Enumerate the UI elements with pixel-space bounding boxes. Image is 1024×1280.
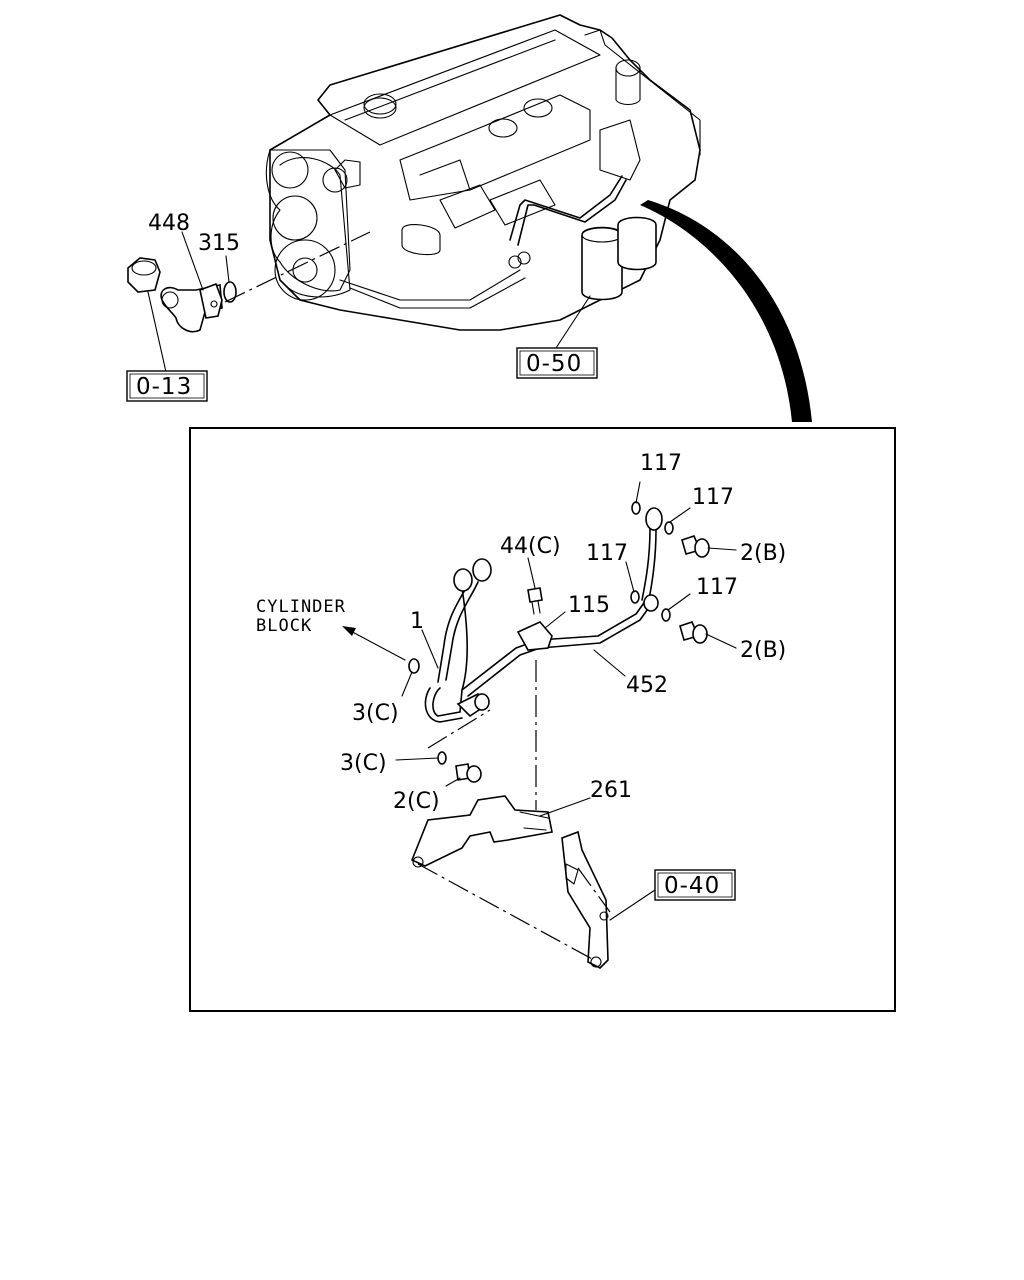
bracket-261 xyxy=(410,795,553,867)
bracket-0-40 xyxy=(561,830,609,969)
callout-3c-b: 3(C) xyxy=(340,751,387,776)
fuel-pipe-assembly xyxy=(408,501,710,969)
callout-2b-b: 2(B) xyxy=(740,638,786,663)
fuel-pipe-1 xyxy=(432,577,469,717)
water-pipe-assembly xyxy=(127,231,371,333)
detail-frame xyxy=(189,427,896,1012)
note-block: BLOCK xyxy=(256,616,312,636)
callout-1: 1 xyxy=(410,609,424,634)
callout-315: 315 xyxy=(198,231,240,256)
fuel-pipe-452 xyxy=(467,605,651,697)
callout-115: 115 xyxy=(568,593,610,618)
reference-0-13-label: 0-13 xyxy=(136,374,192,400)
reference-0-50[interactable]: 0-50 xyxy=(516,347,598,379)
callout-452: 452 xyxy=(626,673,668,698)
callout-117-d: 117 xyxy=(696,575,738,600)
washer-3c-b xyxy=(437,751,447,765)
washer-117-d xyxy=(661,608,671,622)
reference-0-40-label: 0-40 xyxy=(664,873,720,899)
engine-leaders xyxy=(147,200,812,422)
clip-115 xyxy=(516,621,553,651)
detail-arrow xyxy=(640,200,812,422)
callout-2b-a: 2(B) xyxy=(740,541,786,566)
detail-leaders xyxy=(342,481,737,961)
callout-448: 448 xyxy=(148,211,190,236)
washer-117-b xyxy=(664,521,674,535)
callout-261: 261 xyxy=(590,778,632,803)
o-ring xyxy=(223,281,237,303)
reference-0-40[interactable]: 0-40 xyxy=(654,869,736,901)
callout-117-a: 117 xyxy=(640,451,682,476)
callout-117-c: 117 xyxy=(586,541,628,566)
washer-117-c xyxy=(630,590,640,604)
washer-117-a xyxy=(631,501,641,515)
note-cylinder: CYLINDER xyxy=(256,597,346,617)
reference-0-50-label: 0-50 xyxy=(526,351,582,377)
callout-2c: 2(C) xyxy=(393,789,440,814)
washer-3c-a xyxy=(408,658,420,674)
callout-3c-a: 3(C) xyxy=(352,701,399,726)
callout-117-b: 117 xyxy=(692,485,734,510)
bolt-44c xyxy=(527,587,543,603)
callout-44c: 44(C) xyxy=(500,534,561,559)
engine-illustration xyxy=(265,14,701,331)
reference-0-13[interactable]: 0-13 xyxy=(126,370,208,402)
